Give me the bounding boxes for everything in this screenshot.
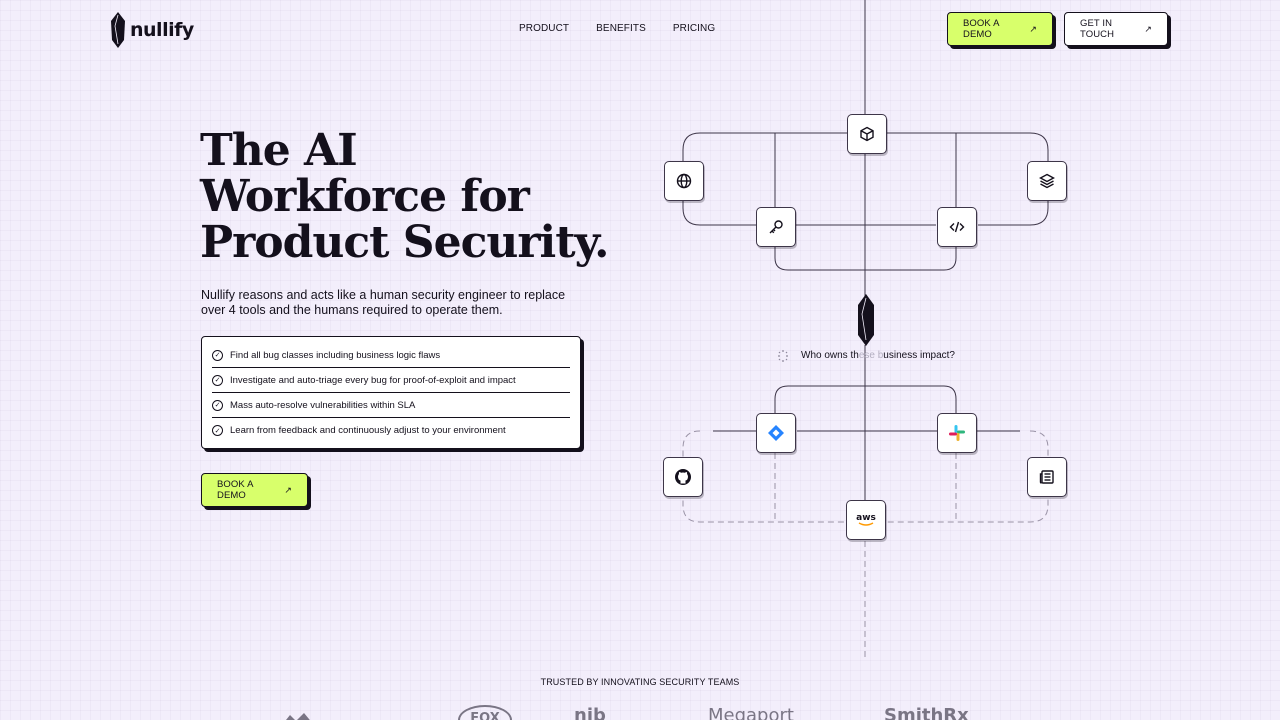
globe-node xyxy=(664,161,704,201)
customer-logo-mountain xyxy=(286,713,310,720)
customer-logo-smithrx: SmithRx xyxy=(884,705,969,720)
customer-logo-nib: nib xyxy=(574,705,606,720)
feature-text: Investigate and auto-triage every bug fo… xyxy=(230,374,516,386)
nav-benefits[interactable]: BENEFITS xyxy=(596,23,646,34)
key-icon xyxy=(769,220,783,234)
nav-pricing[interactable]: PRICING xyxy=(672,23,716,34)
globe-icon xyxy=(676,173,692,189)
code-node xyxy=(937,207,977,247)
jira-icon xyxy=(768,425,784,441)
get-in-touch-label: GET IN TOUCH xyxy=(1080,18,1115,40)
customer-logo-smithrx-text: SmithRx xyxy=(884,705,969,720)
crystal-icon xyxy=(858,294,874,346)
arrow-up-right-icon: ↗ xyxy=(1144,23,1152,34)
aws-node: aws xyxy=(846,500,886,540)
feature-text: Find all bug classes including business … xyxy=(230,349,441,361)
agent-typing-text: Who owns these business impact? xyxy=(801,350,955,361)
feature-item: ✓ Mass auto-resolve vulnerabilities with… xyxy=(212,393,570,418)
slack-icon xyxy=(949,425,965,441)
crystal-icon xyxy=(111,12,125,48)
slack-node xyxy=(937,413,977,453)
trusted-heading: TRUSTED BY INNOVATING SECURITY TEAMS xyxy=(540,677,740,687)
feature-item: ✓ Learn from feedback and continuously a… xyxy=(212,418,570,443)
feature-list: ✓ Find all bug classes including busines… xyxy=(201,336,581,449)
hero-title-line: Product Security. xyxy=(200,217,609,268)
header-book-demo-label: BOOK A DEMO xyxy=(963,18,999,40)
get-in-touch-button[interactable]: GET IN TOUCH ↗ xyxy=(1064,12,1168,46)
github-node xyxy=(663,457,703,497)
hero-subtitle: Nullify reasons and acts like a human se… xyxy=(201,288,566,317)
check-circle-icon: ✓ xyxy=(212,374,223,386)
customer-logo-fox-text: FOX xyxy=(470,711,500,720)
main-nav: PRODUCT BENEFITS PRICING xyxy=(519,23,715,34)
aws-label: aws xyxy=(856,512,876,523)
news-icon xyxy=(1039,470,1054,484)
feature-item: ✓ Investigate and auto-triage every bug … xyxy=(212,368,570,393)
brand-logo[interactable]: nullify xyxy=(110,12,194,48)
cube-icon xyxy=(860,126,874,142)
arrow-up-right-icon: ↗ xyxy=(284,484,292,495)
cube-node xyxy=(847,114,887,154)
customer-logos: FOX nib Megaport SmithRx xyxy=(280,705,1000,720)
key-node xyxy=(756,207,796,247)
layers-icon xyxy=(1039,173,1055,189)
feature-text: Learn from feedback and continuously adj… xyxy=(230,425,506,436)
check-circle-icon: ✓ xyxy=(212,349,223,361)
nav-product[interactable]: PRODUCT xyxy=(519,23,570,34)
customer-logo-fox: FOX xyxy=(458,705,512,720)
check-circle-icon: ✓ xyxy=(212,399,223,411)
code-icon xyxy=(949,221,965,233)
brand-name: nullify xyxy=(130,19,194,41)
hero-title: The AI Workforce for Product Security. xyxy=(200,128,620,266)
hero-title-line: Workforce for xyxy=(200,171,530,222)
spinner-icon xyxy=(778,350,788,362)
hero-book-demo-label: BOOK A DEMO xyxy=(217,479,253,501)
typing-prompt: Who owns th xyxy=(801,350,859,361)
news-node xyxy=(1027,457,1067,497)
customer-logo-megaport-text: Megaport xyxy=(708,705,794,720)
aws-icon: aws xyxy=(856,512,876,527)
github-icon xyxy=(675,469,691,485)
header-book-demo-button[interactable]: BOOK A DEMO ↗ xyxy=(947,12,1053,46)
hero-title-line: The AI xyxy=(200,125,358,176)
check-circle-icon: ✓ xyxy=(212,425,223,436)
layers-node xyxy=(1027,161,1067,201)
customer-logo-nib-text: nib xyxy=(574,705,606,720)
typing-rest: usiness impact? xyxy=(883,350,955,361)
hero-book-demo-button[interactable]: BOOK A DEMO ↗ xyxy=(201,473,308,507)
typing-faded: ese b xyxy=(858,350,884,361)
customer-logo-megaport: Megaport xyxy=(708,705,794,720)
jira-node xyxy=(756,413,796,453)
feature-item: ✓ Find all bug classes including busines… xyxy=(212,343,570,368)
arrow-up-right-icon: ↗ xyxy=(1029,23,1037,34)
feature-text: Mass auto-resolve vulnerabilities within… xyxy=(230,399,416,411)
